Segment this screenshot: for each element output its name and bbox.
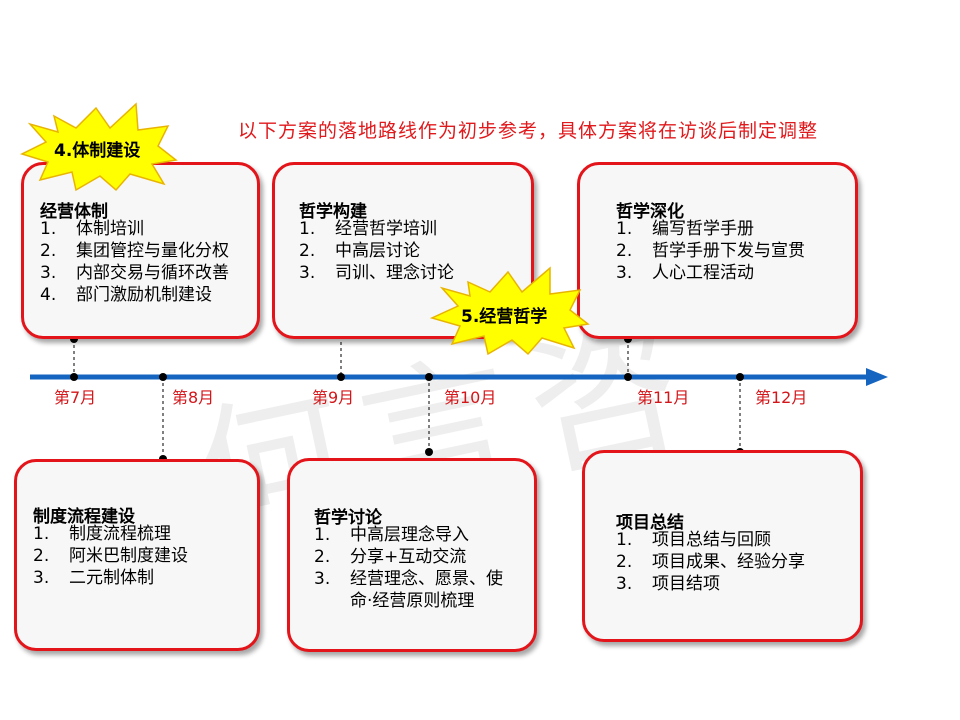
phase-box-xiangmu-zongjie: 项目总结 1. 项目总结与回顾 2. 项目成果、经验分享 3. 项目结项 [582, 450, 863, 642]
phase-title: 项目总结 [616, 513, 684, 533]
item-text: 人心工程活动 [652, 263, 754, 283]
timeline-arrowhead [866, 368, 888, 386]
item-text: 司训、理念讨论 [335, 263, 454, 283]
phase-title: 制度流程建设 [33, 507, 135, 527]
item-text: 阿米巴制度建设 [69, 546, 188, 566]
month-label-8: 第8月 [172, 388, 215, 407]
list-item: 3. 经营理念、愿景、使命·经营原则梳理 [314, 568, 514, 612]
item-number: 3. [299, 263, 316, 283]
list-item: 3. 二元制体制 [33, 567, 253, 589]
list-item: 2. 哲学手册下发与宣贯 [616, 240, 812, 262]
list-item: 3. 项目结项 [616, 573, 812, 595]
phase-items: 1. 体制培训 2. 集团管控与量化分权 3. 内部交易与循环改善 4. 部门激励机制建… [40, 218, 258, 306]
list-item: 1. 项目总结与回顾 [616, 529, 812, 551]
item-text: 部门激励机制建设 [76, 285, 212, 305]
list-item: 3. 内部交易与循环改善 [40, 262, 258, 284]
item-text: 二元制体制 [69, 568, 154, 588]
timeline-dot-3 [337, 373, 345, 381]
item-number: 2. [314, 547, 331, 567]
list-item: 1. 制度流程梳理 [33, 523, 253, 545]
item-number: 1. [299, 219, 316, 239]
month-label-10: 第10月 [444, 388, 497, 407]
item-number: 2. [40, 241, 57, 261]
list-item: 3. 司训、理念讨论 [299, 262, 519, 284]
item-text: 项目成果、经验分享 [652, 552, 805, 572]
item-number: 1. [40, 219, 57, 239]
item-text: 经营理念、愿景、使命·经营原则梳理 [350, 569, 503, 611]
item-number: 3. [616, 263, 633, 283]
item-number: 1. [33, 524, 50, 544]
item-text: 内部交易与循环改善 [76, 263, 229, 283]
item-number: 3. [40, 263, 57, 283]
phase-items: 1. 经营哲学培训 2. 中高层讨论 3. 司训、理念讨论 [299, 218, 519, 284]
list-item: 2. 中高层讨论 [299, 240, 519, 262]
connector-dot-4 [425, 448, 433, 456]
phase-title: 经营体制 [40, 202, 108, 222]
starburst-shape [19, 102, 178, 192]
list-item: 4. 部门激励机制建设 [40, 284, 258, 306]
item-number: 2. [299, 241, 316, 261]
list-item: 2. 阿米巴制度建设 [33, 545, 253, 567]
item-number: 3. [616, 574, 633, 594]
item-text: 经营哲学培训 [335, 219, 437, 239]
planning-note: 以下方案的落地路线作为初步参考，具体方案将在访谈后制定调整 [238, 120, 819, 142]
item-text: 编写哲学手册 [652, 219, 754, 239]
phase-items: 1. 项目总结与回顾 2. 项目成果、经验分享 3. 项目结项 [616, 529, 812, 595]
timeline-dot-2 [159, 373, 167, 381]
phase-items: 1. 制度流程梳理 2. 阿米巴制度建设 3. 二元制体制 [33, 523, 253, 589]
item-number: 1. [616, 219, 633, 239]
item-number: 4. [40, 285, 57, 305]
month-label-11: 第11月 [637, 388, 690, 407]
phase-box-zhexue-shenhua: 哲学深化 1. 编写哲学手册 2. 哲学手册下发与宣贯 3. 人心工程活动 [577, 162, 858, 339]
item-number: 2. [616, 552, 633, 572]
item-text: 分享+互动交流 [350, 547, 467, 567]
item-text: 中高层讨论 [335, 241, 420, 261]
phase-title: 哲学讨论 [314, 508, 382, 528]
starburst-tizhi-jianshe [19, 102, 178, 192]
phase-box-zhexue-taolun: 哲学讨论 1. 中高层理念导入 2. 分享+互动交流 3. 经营理念、愿景、使命·经营… [287, 458, 537, 652]
item-number: 3. [33, 568, 50, 588]
item-text: 体制培训 [76, 219, 144, 239]
list-item: 2. 集团管控与量化分权 [40, 240, 258, 262]
phase-box-jingying-tizhi: 经营体制 1. 体制培训 2. 集团管控与量化分权 3. 内部交易与循环改善 4. 部门… [21, 162, 260, 339]
phase-box-zhidu-liucheng: 制度流程建设 1. 制度流程梳理 2. 阿米巴制度建设 3. 二元制体制 [14, 459, 260, 651]
month-label-12: 第12月 [755, 388, 808, 407]
item-number: 2. [33, 546, 50, 566]
item-text: 制度流程梳理 [69, 524, 171, 544]
list-item: 2. 项目成果、经验分享 [616, 551, 812, 573]
month-label-7: 第7月 [54, 388, 97, 407]
list-item: 1. 体制培训 [40, 218, 258, 240]
timeline-dot-1 [70, 373, 78, 381]
phase-items: 1. 中高层理念导入 2. 分享+互动交流 3. 经营理念、愿景、使命·经营原则梳理 [314, 524, 514, 612]
list-item: 3. 人心工程活动 [616, 262, 812, 284]
item-number: 1. [616, 530, 633, 550]
timeline-dot-5 [624, 373, 632, 381]
item-text: 项目总结与回顾 [652, 530, 771, 550]
phase-title: 哲学构建 [299, 202, 367, 222]
burst-label-jingying-zhexue: 5.经营哲学 [461, 307, 548, 327]
list-item: 1. 中高层理念导入 [314, 524, 514, 546]
list-item: 2. 分享+互动交流 [314, 546, 514, 568]
month-label-9: 第9月 [312, 388, 355, 407]
burst-label-tizhi-jianshe: 4.体制建设 [54, 141, 141, 161]
item-text: 集团管控与量化分权 [76, 241, 229, 261]
item-text: 哲学手册下发与宣贯 [652, 241, 805, 261]
list-item: 1. 经营哲学培训 [299, 218, 519, 240]
starburst-shape [429, 266, 590, 356]
item-number: 2. [616, 241, 633, 261]
phase-items: 1. 编写哲学手册 2. 哲学手册下发与宣贯 3. 人心工程活动 [616, 218, 812, 284]
item-number: 3. [314, 569, 331, 589]
phase-title: 哲学深化 [616, 202, 684, 222]
timeline-dot-4 [425, 373, 433, 381]
item-number: 1. [314, 525, 331, 545]
timeline-dot-6 [736, 373, 744, 381]
list-item: 1. 编写哲学手册 [616, 218, 812, 240]
item-text: 中高层理念导入 [350, 525, 469, 545]
starburst-jingying-zhexue [429, 266, 590, 356]
item-text: 项目结项 [652, 574, 720, 594]
